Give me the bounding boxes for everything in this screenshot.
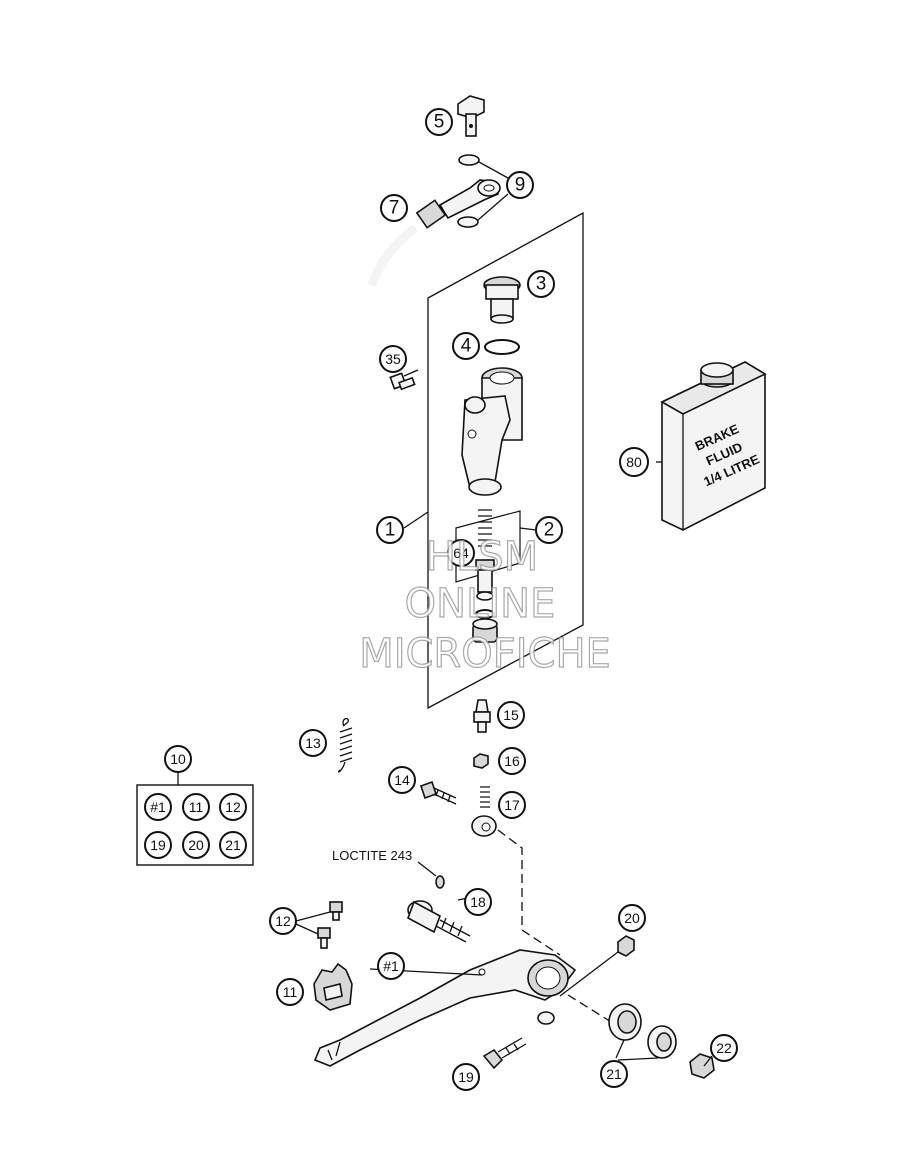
brake-fluid-bottle: BRAKE FLUID 1/4 LITRE	[660, 361, 767, 531]
nut-16	[473, 753, 489, 769]
callout-2: 2	[535, 516, 563, 544]
piston-kit	[472, 509, 498, 643]
assembly-outline	[427, 211, 584, 710]
watermark-line2: ONLINE	[405, 581, 556, 627]
svg-text:#1: #1	[150, 799, 166, 815]
o-ring	[484, 339, 520, 355]
svg-text:16: 16	[504, 753, 520, 769]
svg-text:64: 64	[453, 545, 469, 561]
kit-item-11: 11	[182, 793, 210, 821]
bolt-19	[482, 1037, 527, 1070]
svg-text:10: 10	[170, 751, 186, 767]
svg-text:1: 1	[385, 520, 396, 541]
svg-text:12: 12	[225, 799, 241, 815]
sealing-ring-top	[458, 154, 480, 166]
callout-7: 7	[380, 194, 408, 222]
loctite-drop	[435, 875, 445, 889]
callout-13: 13	[299, 729, 327, 757]
kit-box	[136, 784, 254, 866]
watermark-line1: HLSM	[426, 534, 538, 580]
bleeder-screw	[473, 699, 491, 733]
banjo-bolt	[457, 95, 485, 137]
kit-item-12: 12	[219, 793, 247, 821]
kit-item-19: 19	[144, 831, 172, 859]
bolt-14	[419, 780, 457, 805]
callout-1-pedal: #1	[377, 952, 405, 980]
kit-item-21: 21	[219, 831, 247, 859]
svg-text:5: 5	[434, 112, 445, 133]
reservoir-plug	[483, 276, 521, 324]
svg-text:7: 7	[389, 198, 400, 219]
svg-text:11: 11	[283, 984, 298, 1000]
callout-11: 11	[276, 978, 304, 1006]
callout-80: 80	[619, 447, 649, 477]
callout-1: 1	[376, 516, 404, 544]
callout-14: 14	[388, 766, 416, 794]
kit-item-1: #1	[144, 793, 172, 821]
svg-text:#1: #1	[383, 958, 399, 974]
callout-19: 19	[452, 1063, 480, 1091]
watermark-line3: MICROFICHE	[359, 631, 611, 677]
nut-20	[617, 935, 635, 957]
callout-64: 64	[447, 539, 475, 567]
callout-35: 35	[379, 345, 407, 373]
callout-18: 18	[464, 888, 492, 916]
svg-text:13: 13	[305, 735, 321, 751]
callout-5: 5	[425, 108, 453, 136]
callout-16: 16	[498, 747, 526, 775]
sealing-ring-bottom	[457, 216, 479, 228]
svg-text:20: 20	[188, 837, 204, 853]
svg-text:21: 21	[606, 1066, 622, 1082]
svg-text:22: 22	[716, 1040, 732, 1056]
brake-pedal-tip	[313, 962, 353, 1011]
small-bolt-lower	[317, 927, 331, 949]
svg-text:18: 18	[470, 894, 486, 910]
svg-text:19: 19	[458, 1069, 474, 1085]
brake-pedal-arm	[313, 949, 577, 1067]
return-spring	[338, 717, 353, 773]
callout-9: 9	[506, 171, 534, 199]
callout-15: 15	[497, 701, 525, 729]
svg-text:3: 3	[536, 274, 547, 295]
svg-text:11: 11	[189, 799, 204, 815]
svg-text:80: 80	[626, 454, 642, 470]
svg-text:12: 12	[275, 913, 291, 929]
brake-line	[367, 179, 501, 287]
small-bolt-upper	[329, 901, 343, 921]
svg-text:35: 35	[385, 351, 401, 367]
loctite-label: LOCTITE 243	[332, 848, 412, 863]
callout-22: 22	[710, 1034, 738, 1062]
svg-text:20: 20	[624, 910, 640, 926]
callout-17: 17	[498, 791, 526, 819]
screw-35	[389, 372, 416, 391]
svg-text:15: 15	[503, 707, 519, 723]
callout-20: 20	[618, 904, 646, 932]
bearings	[608, 1003, 677, 1059]
callout-12: 12	[269, 907, 297, 935]
svg-text:17: 17	[504, 797, 520, 813]
callout-3: 3	[527, 270, 555, 298]
callout-4: 4	[452, 332, 480, 360]
svg-text:2: 2	[544, 520, 555, 541]
master-cylinder-body	[461, 367, 523, 496]
svg-text:9: 9	[515, 175, 526, 196]
callout-10: 10	[164, 745, 192, 773]
svg-text:19: 19	[150, 837, 166, 853]
svg-text:21: 21	[225, 837, 241, 853]
kit-item-20: 20	[182, 831, 210, 859]
push-rod	[471, 786, 497, 837]
svg-text:14: 14	[394, 772, 410, 788]
svg-text:4: 4	[461, 336, 472, 357]
callout-21: 21	[600, 1060, 628, 1088]
pivot-bolt	[407, 900, 471, 943]
